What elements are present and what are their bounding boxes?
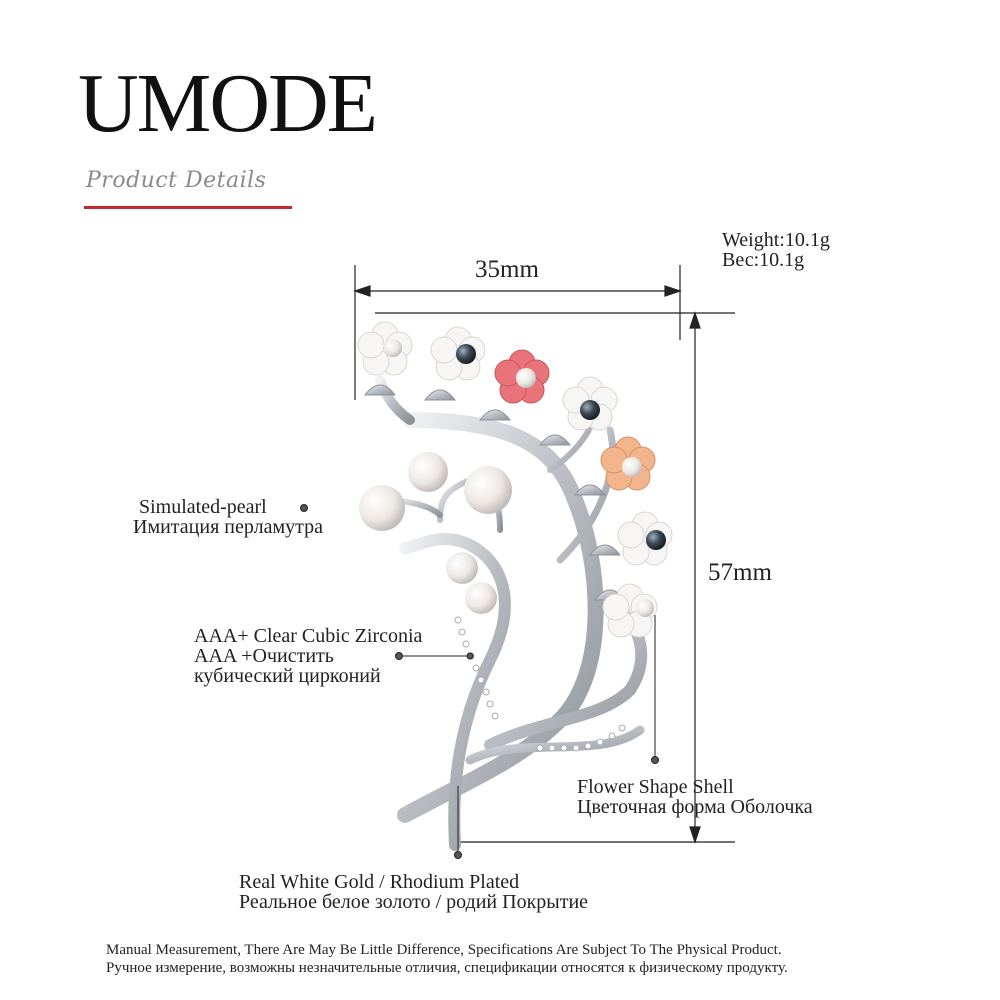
zirconia-callout: AAA+ Clear Cubic Zirconia AAA +Очистить … <box>194 626 422 686</box>
zirconia-band <box>454 616 626 752</box>
pearl-callout: Simulated-pearl Имитация перламутра <box>133 497 323 537</box>
zirconia-callout-ru1: AAA +Очистить <box>194 645 334 667</box>
zirconia-callout-ru2: кубический цирконий <box>194 665 381 687</box>
pearl-callout-en: Simulated-pearl <box>139 496 267 518</box>
subtitle-underline <box>84 206 292 209</box>
dimension-height <box>455 311 735 844</box>
dimension-width <box>353 265 735 400</box>
gold-callout: Real White Gold / Rhodium Plated Реально… <box>239 872 588 912</box>
brand-logo: UMODE <box>78 57 378 150</box>
pearl-callout-ru: Имитация перламутра <box>133 516 323 538</box>
shell-callout-ru: Цветочная форма Оболочка <box>577 796 813 818</box>
disclaimer-en: Manual Measurement, There Are May Be Lit… <box>106 942 782 958</box>
simulated-pearls <box>359 452 512 614</box>
weight-en: Weight:10.1g <box>722 229 830 251</box>
height-dimension-label: 57mm <box>708 559 772 586</box>
gold-callout-ru: Реальное белое золото / родий Покрытие <box>239 891 589 913</box>
shell-callout: Flower Shape Shell Цветочная форма Оболо… <box>577 777 813 817</box>
callout-leaders <box>300 504 659 859</box>
flower-center-pearls <box>384 339 666 617</box>
gold-callout-en: Real White Gold / Rhodium Plated <box>239 871 520 893</box>
width-dimension-label: 35mm <box>475 256 539 283</box>
zirconia-callout-en: AAA+ Clear Cubic Zirconia <box>194 625 423 647</box>
shell-flowers <box>357 321 673 638</box>
weight-ru: Вес:10.1g <box>722 249 805 271</box>
disclaimer-ru: Ручное измерение, возможны незначительны… <box>106 960 788 976</box>
disclaimer: Manual Measurement, There Are May Be Lit… <box>106 941 788 977</box>
shell-callout-en: Flower Shape Shell <box>577 776 734 798</box>
weight-spec: Weight:10.1g Вес:10.1g <box>722 230 830 270</box>
product-details-subtitle: Product Details <box>86 168 267 193</box>
